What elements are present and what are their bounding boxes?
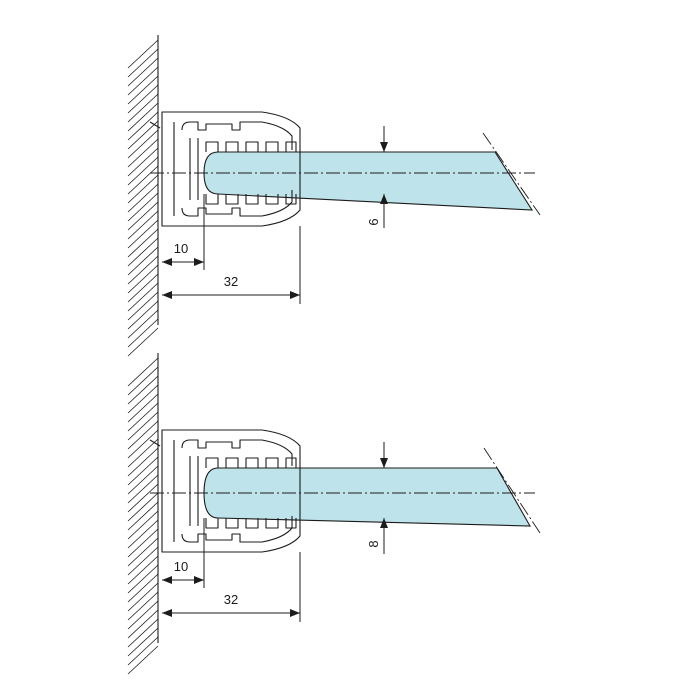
u-profile — [149, 111, 301, 227]
hatch-line — [127, 618, 159, 648]
hatch-line — [127, 120, 159, 150]
hatch-line — [127, 282, 159, 312]
hatch-line — [127, 39, 159, 69]
hatch-line — [127, 210, 159, 240]
hatch-line — [127, 627, 159, 657]
hatch-line — [127, 291, 159, 321]
glass-panel — [203, 151, 534, 211]
hatch-line — [127, 456, 159, 486]
inner-depth-label: 10 — [174, 241, 188, 256]
hatch-line — [127, 192, 159, 222]
glass-thickness-dimension: 6 — [366, 126, 388, 228]
u-profile — [149, 429, 301, 553]
hatch-line — [127, 501, 159, 531]
hatch-line — [127, 366, 159, 396]
hatch-line — [127, 510, 159, 540]
depth-dimensions: 10 32 — [162, 518, 301, 622]
hatch-line — [127, 492, 159, 522]
hatch-line — [127, 357, 159, 387]
hatch-line — [127, 609, 159, 639]
wall-hatching — [127, 357, 159, 675]
hatch-line — [127, 201, 159, 231]
hatch-line — [127, 438, 159, 468]
glass-thickness-label: 6 — [366, 218, 381, 225]
hatch-line — [127, 219, 159, 249]
hatch-line — [127, 393, 159, 423]
hatch-line — [127, 420, 159, 450]
wall-hatching — [127, 39, 159, 357]
hatch-line — [127, 519, 159, 549]
hatch-line — [127, 429, 159, 459]
hatch-line — [127, 537, 159, 567]
total-depth-label: 32 — [224, 592, 238, 607]
hatch-line — [127, 384, 159, 414]
hatch-line — [127, 600, 159, 630]
hatch-line — [127, 309, 159, 339]
total-depth-label: 32 — [224, 274, 238, 289]
hatch-line — [127, 318, 159, 348]
hatch-line — [127, 183, 159, 213]
hatch-line — [127, 228, 159, 258]
hatch-line — [127, 264, 159, 294]
hatch-line — [127, 582, 159, 612]
hatch-line — [127, 147, 159, 177]
hatch-line — [127, 246, 159, 276]
hatch-line — [127, 645, 159, 675]
hatch-line — [127, 546, 159, 576]
hatch-line — [127, 75, 159, 105]
hatch-line — [127, 93, 159, 123]
detail-bottom: 8 10 32 — [127, 353, 541, 675]
hatch-line — [127, 528, 159, 558]
glass-thickness-label: 8 — [366, 540, 381, 547]
hatch-line — [127, 57, 159, 87]
hatch-line — [127, 111, 159, 141]
hatch-line — [127, 591, 159, 621]
hatch-line — [127, 138, 159, 168]
glass-cut-edge — [483, 447, 541, 534]
hatch-line — [127, 555, 159, 585]
hatch-line — [127, 327, 159, 357]
hatch-line — [127, 474, 159, 504]
glass-thickness-dimension: 8 — [366, 442, 388, 554]
inner-depth-label: 10 — [174, 559, 188, 574]
hatch-line — [127, 48, 159, 78]
glass-panel — [203, 467, 531, 527]
hatch-line — [127, 129, 159, 159]
hatch-line — [127, 564, 159, 594]
detail-top: 6 10 32 — [127, 35, 541, 357]
hatch-line — [127, 165, 159, 195]
hatch-line — [127, 174, 159, 204]
hatch-line — [127, 411, 159, 441]
hatch-line — [127, 447, 159, 477]
hatch-line — [127, 66, 159, 96]
hatch-line — [127, 255, 159, 285]
hatch-line — [127, 84, 159, 114]
hatch-line — [127, 402, 159, 432]
hatch-line — [127, 483, 159, 513]
hatch-line — [127, 636, 159, 666]
hatch-line — [127, 465, 159, 495]
depth-dimensions: 10 32 — [162, 194, 301, 304]
hatch-line — [127, 102, 159, 132]
hatch-line — [127, 273, 159, 303]
glass-cut-edge — [482, 132, 541, 216]
hatch-line — [127, 375, 159, 405]
hatch-line — [127, 156, 159, 186]
hatch-line — [127, 573, 159, 603]
hatch-line — [127, 300, 159, 330]
hatch-line — [127, 237, 159, 267]
